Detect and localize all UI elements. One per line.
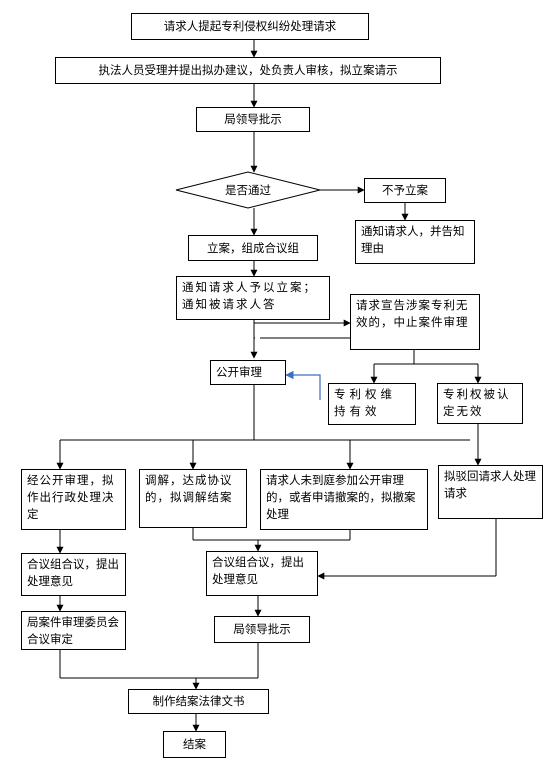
node-patent-valid: 专利权维持有效	[328, 383, 416, 425]
node-request: 请求人提起专利侵权纠纷处理请求	[131, 13, 369, 40]
node-committee-review: 局案件审理委员会合议审定	[21, 611, 126, 650]
decision-diamond	[175, 171, 321, 209]
node-branch-mediation: 调解，达成协议的，拟调解结案	[139, 469, 247, 528]
node-branch-withdraw: 请求人未到庭参加公开审理的，或者申请撤案的，拟撤案处理	[260, 469, 428, 530]
node-notify-reject: 通知请求人，并告知理由	[355, 220, 475, 264]
node-file-case: 立案，组成合议组	[188, 235, 318, 261]
node-leader-approve: 局领导批示	[196, 107, 310, 132]
node-accept: 执法人员受理并提出拟办建议，处负责人审核，拟立案请示	[55, 57, 441, 84]
node-invalid-request: 请求宣告涉案专利无效的，中止案件审理	[350, 294, 480, 350]
node-legal-document: 制作结案法律文书	[128, 689, 269, 714]
node-leader-approve-2: 局领导批示	[214, 616, 310, 643]
node-reject: 不予立案	[364, 178, 446, 203]
node-close-case: 结案	[163, 731, 226, 758]
node-notify-parties: 通知请求人予以立案；通知被请求人答	[176, 276, 330, 320]
node-patent-invalid: 专利权被认定无效	[437, 383, 523, 424]
connectors	[56, 40, 497, 732]
node-collegial-left: 合议组合议，提出处理意见	[21, 553, 126, 596]
node-branch-decision: 经公开审理，拟作出行政处理决定	[21, 469, 126, 530]
decision-label: 是否通过	[225, 183, 271, 197]
arrow-valid-hearing	[285, 370, 321, 400]
node-collegial-right: 合议组合议，提出处理意见	[206, 551, 318, 596]
node-branch-reject: 拟驳回请求人处理请求	[438, 465, 543, 519]
node-public-hearing: 公开审理	[210, 360, 286, 385]
